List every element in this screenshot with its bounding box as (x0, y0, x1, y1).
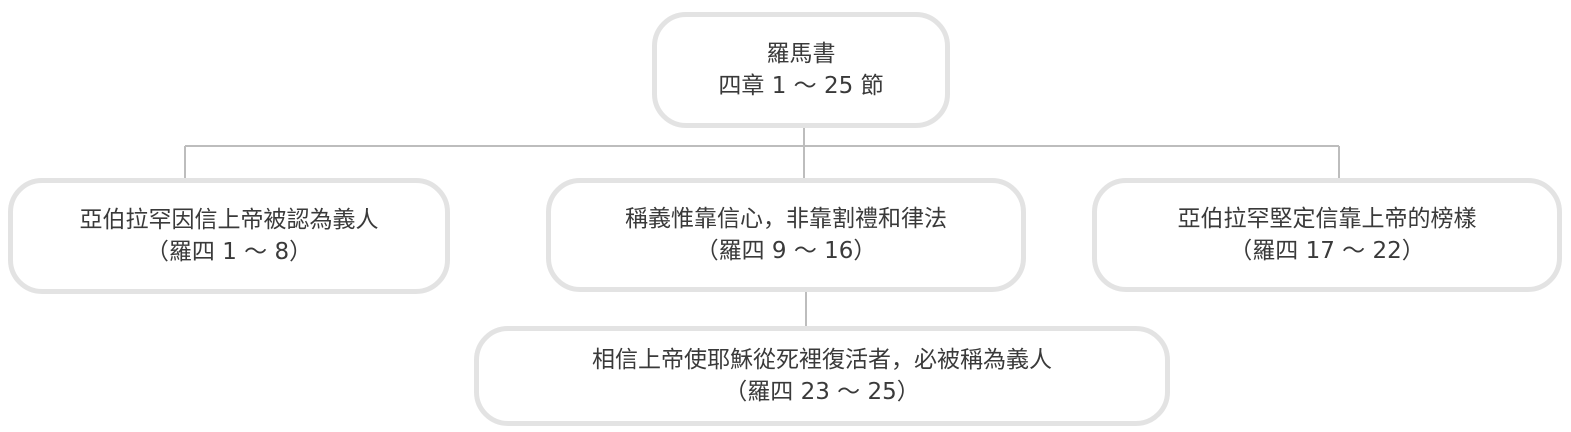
root-node: 羅馬書 四章 1 ～ 25 節 (652, 12, 950, 128)
child-node-1-title: 亞伯拉罕因信上帝被認為義人 (79, 207, 379, 233)
root-subtitle: 四章 1 ～ 25 節 (718, 73, 884, 99)
child-node-1-ref: （羅四 1 ～ 8） (145, 239, 313, 265)
child-node-2: 稱義惟靠信心，非靠割禮和律法 （羅四 9 ～ 16） (546, 178, 1026, 292)
child-node-3: 亞伯拉罕堅定信靠上帝的榜樣 （羅四 17 ～ 22） (1092, 178, 1562, 292)
root-title: 羅馬書 (766, 41, 836, 67)
child-node-3-ref: （羅四 17 ～ 22） (1229, 238, 1425, 264)
child-node-1: 亞伯拉罕因信上帝被認為義人 （羅四 1 ～ 8） (8, 178, 450, 294)
sub-child-node: 相信上帝使耶穌從死裡復活者，必被稱為義人 （羅四 23 ～ 25） (474, 326, 1170, 426)
sub-child-node-ref: （羅四 23 ～ 25） (724, 379, 920, 405)
child-node-2-title: 稱義惟靠信心，非靠割禮和律法 (625, 206, 947, 232)
child-node-2-ref: （羅四 9 ～ 16） (695, 238, 877, 264)
child-node-3-title: 亞伯拉罕堅定信靠上帝的榜樣 (1177, 206, 1477, 232)
sub-child-node-title: 相信上帝使耶穌從死裡復活者，必被稱為義人 (592, 347, 1052, 373)
